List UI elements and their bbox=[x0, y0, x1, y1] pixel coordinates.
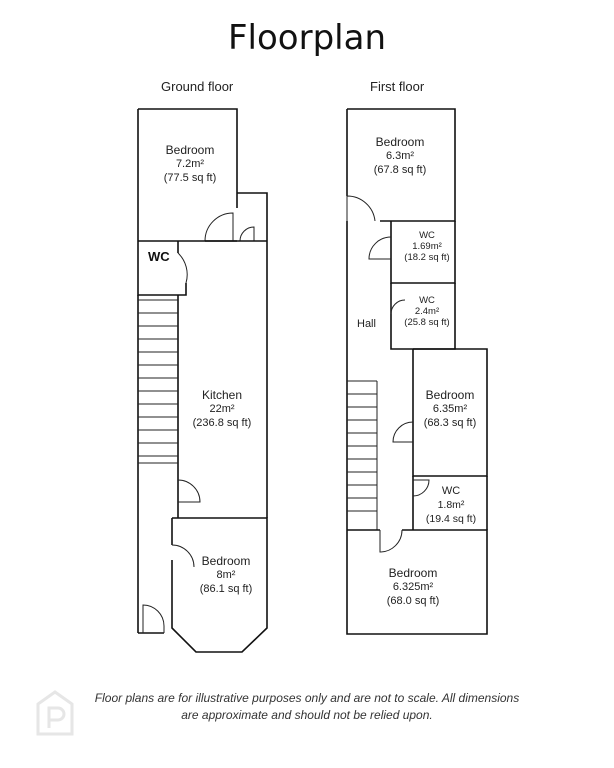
room-area-m2: 7.2m² bbox=[175, 158, 205, 170]
first-bedroom-top-door bbox=[346, 195, 376, 222]
room-name: WC bbox=[441, 485, 461, 497]
first-bedroom-top-walls bbox=[346, 108, 456, 222]
room-name: Bedroom bbox=[388, 566, 438, 580]
ground-bedroom-bottom-door bbox=[171, 544, 195, 568]
ground-floor-plan bbox=[137, 108, 268, 653]
ground-floor-label: Ground floor bbox=[161, 79, 234, 94]
room-area-m2: 2.4m² bbox=[414, 306, 440, 317]
first-hall-label: Hall bbox=[357, 318, 376, 330]
ground-wc-walls bbox=[137, 241, 187, 296]
ground-wc-door bbox=[177, 252, 188, 284]
room-area-m2: 22m² bbox=[209, 403, 235, 415]
first-bedroom-top-label: Bedroom 6.3m² (67.8 sq ft) bbox=[355, 135, 445, 177]
room-area-sqft: (68.3 sq ft) bbox=[423, 417, 477, 429]
room-area-sqft: (25.8 sq ft) bbox=[404, 317, 450, 328]
first-bedroom-mid-label: Bedroom 6.35m² (68.3 sq ft) bbox=[405, 388, 495, 430]
watermark-logo-icon bbox=[36, 690, 74, 736]
room-area-sqft: (18.2 sq ft) bbox=[404, 252, 450, 263]
first-floor-plan bbox=[346, 108, 488, 635]
ground-kitchen-door bbox=[177, 479, 201, 503]
room-name: WC bbox=[419, 295, 435, 306]
ground-kitchen-walls bbox=[137, 241, 268, 633]
room-area-sqft: (68.0 sq ft) bbox=[386, 595, 440, 607]
first-bedroom-bottom-label: Bedroom 6.325m² (68.0 sq ft) bbox=[368, 566, 458, 608]
first-wc3-walls bbox=[412, 476, 488, 530]
room-name: Bedroom bbox=[201, 554, 251, 568]
first-wc1-label: WC 1.69m² (18.2 sq ft) bbox=[398, 230, 456, 263]
room-area-m2: 1.8m² bbox=[437, 499, 465, 511]
room-area-sqft: (77.5 sq ft) bbox=[163, 172, 217, 184]
ground-kitchen-label: Kitchen 22m² (236.8 sq ft) bbox=[177, 388, 267, 430]
room-area-m2: 8m² bbox=[216, 569, 236, 581]
ground-front-door bbox=[142, 604, 165, 633]
ground-wc-label: WC bbox=[148, 249, 170, 264]
first-wc3-label: WC 1.8m² (19.4 sq ft) bbox=[418, 484, 484, 526]
page-title: Floorplan bbox=[228, 18, 386, 58]
room-area-m2: 6.35m² bbox=[432, 403, 468, 415]
room-area-sqft: (19.4 sq ft) bbox=[425, 513, 477, 525]
first-bedroom-bottom-walls bbox=[346, 529, 488, 635]
ground-bedroom-bottom-walls bbox=[138, 517, 268, 653]
room-name: WC bbox=[419, 230, 435, 241]
ground-bedroom-top-label: Bedroom 7.2m² (77.5 sq ft) bbox=[145, 143, 235, 185]
ground-stairs bbox=[138, 299, 178, 464]
room-name: Bedroom bbox=[425, 388, 475, 402]
ground-bedroom-top-door bbox=[204, 212, 234, 242]
room-area-sqft: (67.8 sq ft) bbox=[373, 164, 427, 176]
first-bedroom-bottom-door bbox=[379, 529, 403, 553]
first-wc2-door bbox=[390, 299, 406, 315]
room-name: Bedroom bbox=[165, 143, 215, 157]
first-bedroom-mid-door bbox=[392, 421, 414, 443]
first-floor-label: First floor bbox=[370, 79, 425, 94]
room-name: Kitchen bbox=[201, 388, 243, 402]
room-name: Bedroom bbox=[375, 135, 425, 149]
first-stairs bbox=[347, 380, 378, 530]
ground-bedroom-top-walls bbox=[137, 108, 268, 242]
first-wc1-door bbox=[368, 236, 392, 260]
room-area-sqft: (236.8 sq ft) bbox=[192, 417, 252, 429]
first-wc2-label: WC 2.4m² (25.8 sq ft) bbox=[398, 295, 456, 328]
room-area-m2: 1.69m² bbox=[412, 241, 442, 252]
room-area-m2: 6.325m² bbox=[392, 581, 434, 593]
first-wc1-walls bbox=[390, 221, 456, 284]
first-wc3-door bbox=[412, 479, 430, 497]
room-area-sqft: (86.1 sq ft) bbox=[199, 583, 253, 595]
ground-bedroom-bottom-label: Bedroom 8m² (86.1 sq ft) bbox=[181, 554, 271, 596]
disclaimer-text: Floor plans are for illustrative purpose… bbox=[94, 691, 520, 722]
ground-hall-door bbox=[239, 226, 255, 242]
room-area-m2: 6.3m² bbox=[385, 150, 415, 162]
